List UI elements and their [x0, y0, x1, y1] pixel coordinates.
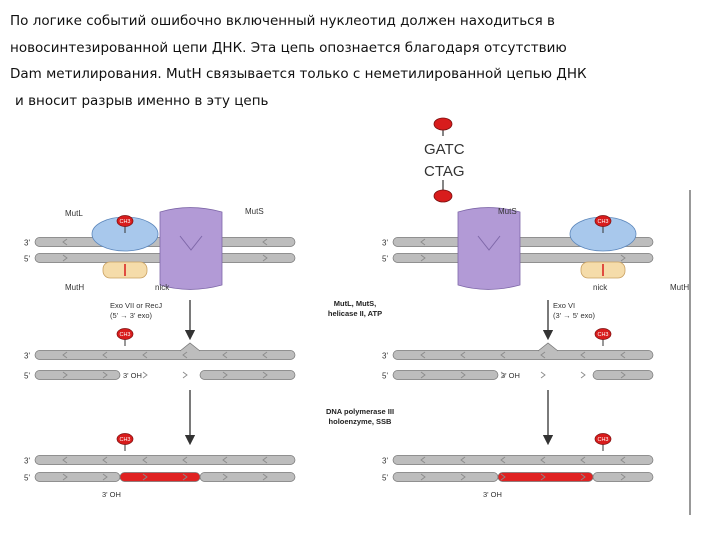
left-stage1-methyl-label: CH3	[119, 219, 130, 225]
left-enzyme-name: Exo VII or RecJ	[110, 301, 162, 310]
left-stage2-chevron	[143, 372, 147, 378]
right-strand-end-label: 3'	[382, 239, 388, 248]
right-strand-end-label: 5'	[382, 255, 388, 264]
center-step1-line1: MutL, MutS,	[334, 299, 377, 308]
right-stage2-chevron	[581, 372, 585, 378]
left-stage3-methyl-label: CH3	[119, 437, 130, 443]
left-strand-end-label: 5'	[24, 255, 30, 264]
right-stage2-methyl-label: CH3	[597, 332, 608, 338]
left-stage2-bulge	[180, 343, 200, 351]
right-stage1-strand-5	[393, 254, 653, 263]
right-stage3-strand-3	[393, 456, 653, 465]
right-muts-protein	[458, 208, 520, 290]
right-stage3-oh-label: 3' OH	[483, 490, 502, 499]
left-mutl-label: MutL	[65, 209, 83, 218]
right-stage2-strand-5b	[593, 371, 653, 380]
left-stage3-strand-3	[35, 456, 295, 465]
left-stage3-strand-5b	[200, 473, 295, 482]
left-strand-end-label: 5'	[24, 474, 30, 483]
left-enzyme-direction: (5' → 3' exo)	[110, 311, 153, 320]
left-muts-label: MutS	[245, 207, 264, 216]
left-strand-end-label: 3'	[24, 239, 30, 248]
right-nick-label: nick	[593, 283, 608, 292]
right-stage2-strand-5a	[393, 371, 498, 380]
right-stage1-methyl-label: CH3	[597, 219, 608, 225]
right-stage3-methyl-label: CH3	[597, 437, 608, 443]
left-strand-end-label: 5'	[24, 372, 30, 381]
center-step1-line2: helicase II, ATP	[328, 309, 382, 318]
right-stage3-strand-5a	[393, 473, 498, 482]
right-stage2-strand-3	[393, 351, 653, 360]
left-stage2-strand-5b	[200, 371, 295, 380]
left-stage2-oh-label: 3' OH	[123, 371, 142, 380]
right-strand-end-label: 5'	[382, 474, 388, 483]
left-muts-protein	[160, 208, 222, 290]
right-enzyme-name: Exo VI	[553, 301, 575, 310]
center-step2-line2: holoenzyme, SSB	[329, 417, 393, 426]
left-nick-label: nick	[155, 283, 170, 292]
left-strand-end-label: 3'	[24, 352, 30, 361]
right-stage3-strand-5b	[593, 473, 653, 482]
right-strand-end-label: 3'	[382, 352, 388, 361]
right-stage2-bulge	[538, 343, 558, 351]
left-strand-end-label: 3'	[24, 457, 30, 466]
right-muth-label: MutH	[670, 283, 689, 292]
center-step2-line1: DNA polymerase III	[326, 407, 394, 416]
left-muth-label: MutH	[65, 283, 84, 292]
left-stage3-oh-label: 3' OH	[102, 490, 121, 499]
left-stage2-strand-3	[35, 351, 295, 360]
right-enzyme-direction: (3' → 5' exo)	[553, 311, 596, 320]
right-strand-end-label: 5'	[382, 372, 388, 381]
left-stage2-methyl-label: CH3	[119, 332, 130, 338]
right-muts-label: MutS	[498, 207, 517, 216]
left-stage2-chevron	[183, 372, 187, 378]
right-strand-end-label: 3'	[382, 457, 388, 466]
left-stage3-new-strand	[120, 473, 200, 482]
right-stage2-chevron	[541, 372, 545, 378]
